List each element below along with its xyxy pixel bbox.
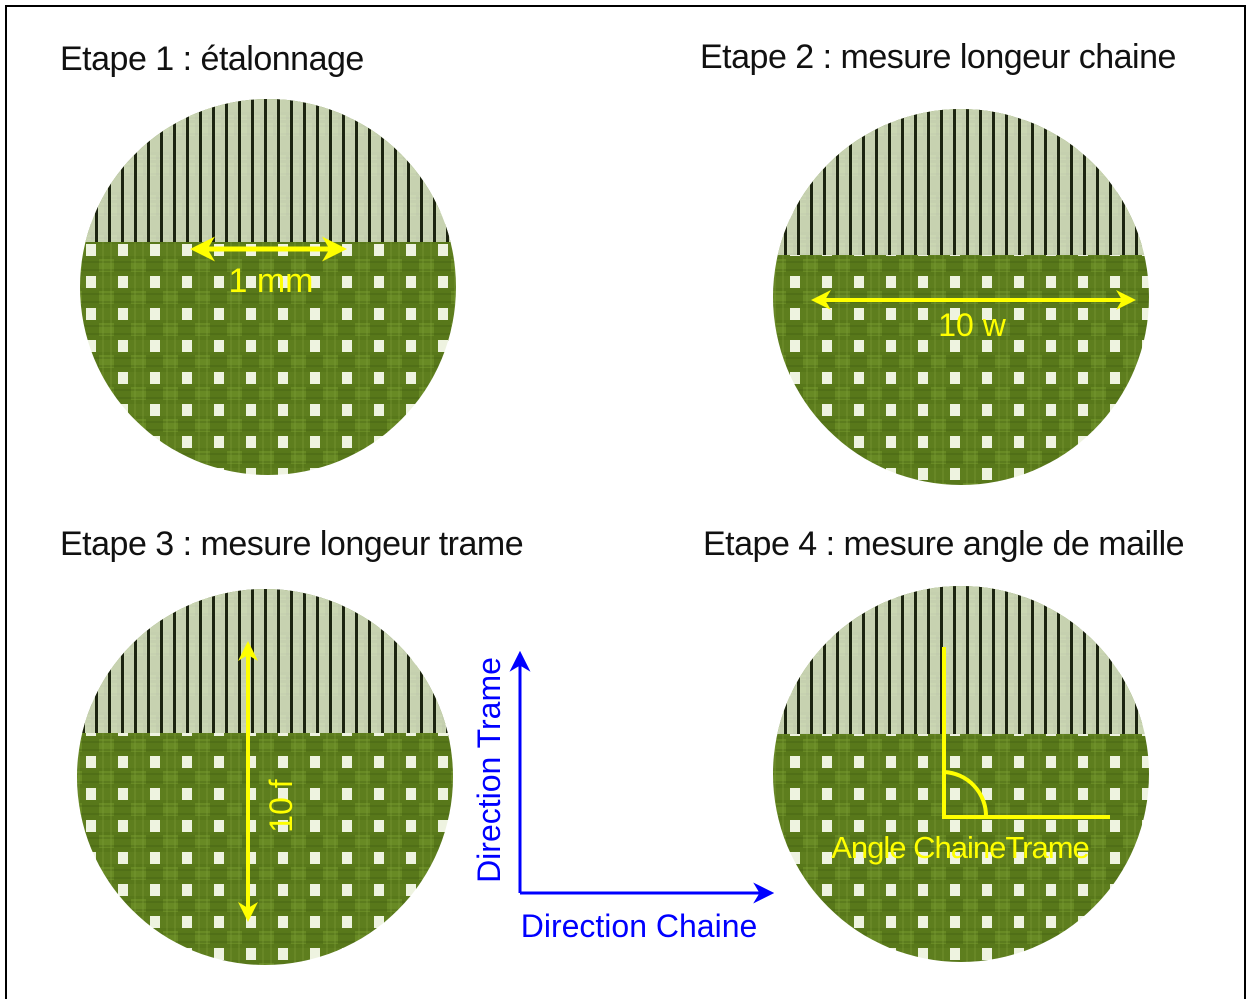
step-4-title: Etape 4 : mesure angle de maille: [703, 525, 1185, 563]
outer-border: [5, 5, 1246, 1004]
chaine-axis-label: Direction Chaine: [521, 908, 758, 944]
warp-length-label: 10 w: [938, 307, 1006, 343]
step-2-title: Etape 2 : mesure longeur chaine: [700, 38, 1176, 76]
angle-lines: [942, 647, 1110, 819]
angle-label: Angle ChaineTrame: [831, 830, 1089, 865]
step-3-title: Etape 3 : mesure longeur trame: [60, 525, 524, 563]
step-1-title: Etape 1 : étalonnage: [60, 40, 364, 78]
trame-axis-label: Direction Trame: [471, 657, 507, 883]
micrograph-3: [77, 589, 453, 965]
calibration-label: 1 mm: [229, 262, 314, 300]
micrograph-2: [773, 109, 1149, 485]
angle-arc: [943, 770, 989, 818]
weft-length-label: 10 f: [263, 779, 299, 832]
micrograph-1: [80, 99, 456, 475]
